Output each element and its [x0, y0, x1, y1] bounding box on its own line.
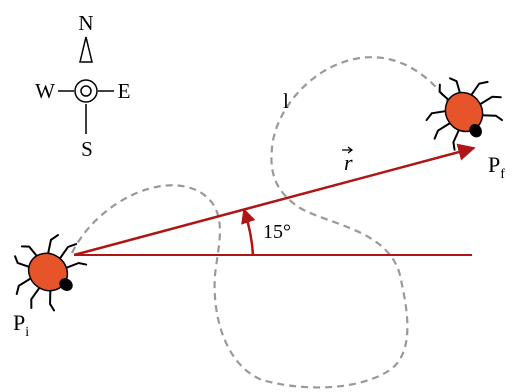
compass-south-label: S: [81, 137, 93, 161]
angle-label: 15°: [263, 221, 291, 243]
compass-rose-icon: N S W E: [35, 11, 130, 161]
north-arrow: [79, 36, 93, 63]
displacement-label: r: [344, 150, 353, 175]
compass-north-label: N: [78, 11, 93, 35]
initial-position-label: Pi: [13, 310, 29, 340]
compass-east-label: E: [118, 79, 131, 103]
final-position-label: Pf: [488, 152, 505, 182]
displacement-vector: [73, 143, 476, 257]
path-length-label: l: [283, 89, 289, 113]
angle-arc: [241, 208, 256, 256]
compass-inner-ring: [80, 85, 92, 97]
path-traveled-dashed: [71, 56, 453, 389]
compass-west-label: W: [35, 79, 55, 103]
bug-icon: [425, 77, 504, 151]
vector-arrow-accent: [342, 146, 353, 154]
bug-icon: [14, 234, 88, 312]
